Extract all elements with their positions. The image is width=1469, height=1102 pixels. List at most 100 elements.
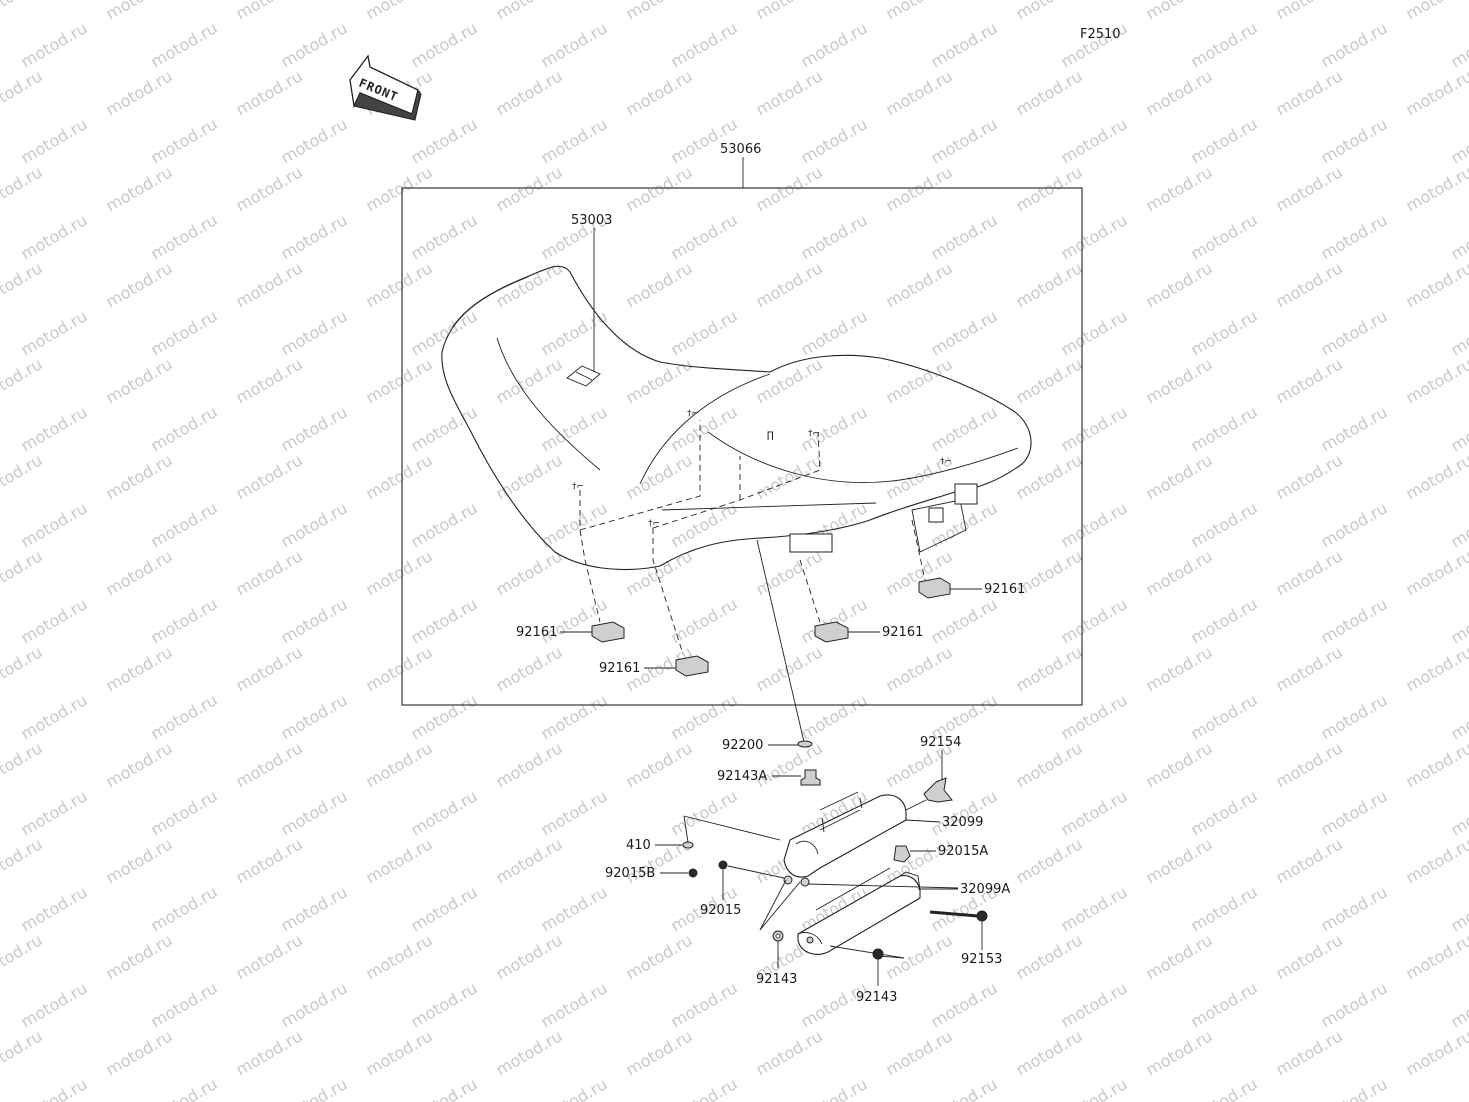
dashed-guides xyxy=(579,420,926,655)
watermark-text: motod.ru xyxy=(103,738,176,791)
clip-410: 410 xyxy=(626,815,781,853)
watermark-text: motod.ru xyxy=(493,66,566,119)
watermark-text: motod.ru xyxy=(1188,18,1261,71)
watermark-text: motod.ru xyxy=(233,258,306,311)
watermark-text: motod.ru xyxy=(0,738,46,791)
watermark-text: motod.ru xyxy=(1058,882,1131,935)
watermark-text: motod.ru xyxy=(363,930,436,983)
watermark-text: motod.ru xyxy=(883,1026,956,1079)
bracket-32099a: 32099A xyxy=(797,867,1010,955)
watermark-text: motod.ru xyxy=(1188,882,1261,935)
label-92015a: 92015A xyxy=(938,844,988,859)
watermark-text: motod.ru xyxy=(148,882,221,935)
watermark-text: motod.ru xyxy=(753,546,826,599)
watermark-text: motod.ru xyxy=(1273,738,1346,791)
watermark-text: motod.ru xyxy=(1273,930,1346,983)
watermark-text: motod.ru xyxy=(1013,1026,1086,1079)
watermark-text: motod.ru xyxy=(148,594,221,647)
watermark-text: motod.ru xyxy=(1058,114,1131,167)
label-53066: 53066 xyxy=(720,142,761,157)
watermark-text: motod.ru xyxy=(1013,258,1086,311)
watermark-text: motod.ru xyxy=(233,354,306,407)
watermark-text: motod.ru xyxy=(363,642,436,695)
watermark-text: motod.ru xyxy=(1318,978,1391,1031)
watermark-text: motod.ru xyxy=(1318,690,1391,743)
damper-92161-left-upper: 92161 xyxy=(516,621,625,643)
watermark-text: motod.ru xyxy=(1013,834,1086,887)
watermark-text: motod.ru xyxy=(148,1074,221,1102)
label-92153: 92153 xyxy=(961,952,1002,967)
watermark-text: motod.ru xyxy=(493,0,566,23)
watermark-text: motod.ru xyxy=(493,642,566,695)
watermark-text: motod.ru xyxy=(0,642,46,695)
watermark-text: motod.ru xyxy=(493,546,566,599)
watermark-text: motod.ru xyxy=(668,786,741,839)
watermark-text: motod.ru xyxy=(18,882,91,935)
watermark-text: motod.ru xyxy=(1273,642,1346,695)
watermark-text: motod.ru xyxy=(1188,594,1261,647)
watermark-text: motod.ru xyxy=(18,114,91,167)
watermark-text: motod.ru xyxy=(233,1026,306,1079)
label-92015: 92015 xyxy=(700,903,741,918)
watermark-text: motod.ru xyxy=(1188,306,1261,359)
watermark-text: motod.ru xyxy=(928,1074,1001,1102)
svg-text:†⌐: †⌐ xyxy=(687,409,699,419)
watermark-text: motod.ru xyxy=(1188,210,1261,263)
nut-92015: 92015 xyxy=(700,860,785,918)
label-92161-right-lower: 92161 xyxy=(882,625,923,640)
watermark-text: motod.ru xyxy=(798,114,871,167)
watermark-text: motod.ru xyxy=(363,162,436,215)
watermark-text: motod.ru xyxy=(1058,786,1131,839)
watermark-text: motod.ru xyxy=(623,0,696,23)
assembly-frame xyxy=(401,187,1083,706)
watermark-text: motod.ru xyxy=(1143,354,1216,407)
watermark-text: motod.ru xyxy=(1188,114,1261,167)
watermark-text: motod.ru xyxy=(1058,978,1131,1031)
watermark-text: motod.ru xyxy=(623,546,696,599)
bolt-92153: 92153 xyxy=(929,910,1002,967)
label-92143-left: 92143 xyxy=(756,972,797,987)
label-92154: 92154 xyxy=(920,735,961,750)
watermark-text: motod.ru xyxy=(1273,450,1346,503)
watermark-text: motod.ru xyxy=(0,834,46,887)
watermark-text: motod.ru xyxy=(1403,546,1469,599)
label-92143a: 92143A xyxy=(717,769,767,784)
watermark-text: motod.ru xyxy=(1143,738,1216,791)
watermark-text: motod.ru xyxy=(493,354,566,407)
watermark-text: motod.ru xyxy=(148,114,221,167)
watermark-text: motod.ru xyxy=(278,18,351,71)
watermark-text: motod.ru xyxy=(233,834,306,887)
watermark-text: motod.ru xyxy=(18,690,91,743)
watermark-text: motod.ru xyxy=(103,258,176,311)
watermark-text: motod.ru xyxy=(1013,66,1086,119)
watermark-text: motod.ru xyxy=(18,1074,91,1102)
watermark-text: motod.ru xyxy=(883,66,956,119)
watermark-text: motod.ru xyxy=(493,738,566,791)
watermark-text: motod.ru xyxy=(538,1074,611,1102)
watermark-text: motod.ru xyxy=(1318,114,1391,167)
label-53003: 53003 xyxy=(571,213,612,228)
watermark-text: motod.ru xyxy=(623,738,696,791)
watermark-text: motod.ru xyxy=(928,978,1001,1031)
watermark-text: motod.ru xyxy=(798,18,871,71)
watermark-text: motod.ru xyxy=(538,978,611,1031)
seat-drawing: 53003 †⌐ †⌐ †⌐ †⌐ †⌐ ∏ xyxy=(441,213,1032,571)
watermark-text: motod.ru xyxy=(363,834,436,887)
watermark-text: motod.ru xyxy=(1448,786,1469,839)
watermark-text: motod.ru xyxy=(493,834,566,887)
watermark-text: motod.ru xyxy=(1448,114,1469,167)
watermark-text: motod.ru xyxy=(493,162,566,215)
bracket-32099: 32099 xyxy=(783,791,983,887)
watermark-text: motod.ru xyxy=(883,354,956,407)
watermark-text: motod.ru xyxy=(18,210,91,263)
watermark-text: motod.ru xyxy=(278,306,351,359)
watermark-text: motod.ru xyxy=(103,930,176,983)
watermark-text: motod.ru xyxy=(1273,1026,1346,1079)
watermark-text: motod.ru xyxy=(1403,930,1469,983)
watermark-text: motod.ru xyxy=(1188,786,1261,839)
watermark-text: motod.ru xyxy=(18,18,91,71)
watermark-text: motod.ru xyxy=(1058,306,1131,359)
label-92161-left-upper: 92161 xyxy=(516,625,557,640)
